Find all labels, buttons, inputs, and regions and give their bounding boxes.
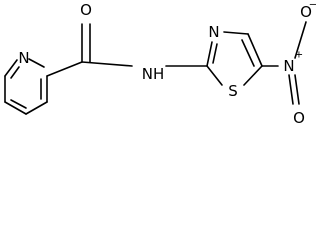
- thiazole-ring: N S: [165, 23, 263, 100]
- atom-nitro-o-top: O: [300, 3, 312, 21]
- atom-pyridine-n: N: [18, 49, 29, 67]
- atom-nitro-n: N: [283, 57, 294, 75]
- bond-ring-carbonyl: [46, 61, 83, 77]
- bond-carbonyl-amide-n: [81, 61, 133, 67]
- bond-n1-c5: [4, 59, 18, 77]
- bond-c4-c3-inner: [10, 99, 27, 109]
- bond-n1-c5-inner: [10, 66, 20, 79]
- atom-carbonyl-o: O: [80, 1, 92, 19]
- pyridine-ring: N: [4, 49, 48, 115]
- bond-nitro-n-o-bottom-2: [294, 74, 300, 105]
- bond-c3-c2: [25, 101, 48, 115]
- structure-diagram: N O NH N S N + O − O: [4, 0, 316, 127]
- bond-c2-n3: [206, 41, 213, 67]
- nitro-o-charge: −: [309, 0, 316, 11]
- atom-amide-nh: NH: [142, 65, 165, 83]
- bond-n3-c4: [223, 31, 249, 35]
- atom-thiazole-n: N: [208, 23, 219, 41]
- atom-thiazole-s: S: [228, 82, 238, 100]
- atom-nitro-o-bottom: O: [293, 109, 305, 127]
- bond-c4-c3: [4, 101, 27, 115]
- bond-c5-s1: [243, 65, 263, 86]
- bond-c4-c5-inner: [241, 39, 255, 67]
- nitro-n-charge: +: [295, 50, 303, 61]
- bond-nitro-n-o-top: [294, 21, 307, 59]
- bond-c4-c5: [247, 33, 263, 67]
- bond-s1-c2: [206, 65, 223, 86]
- bond-nitro-n-o-bottom-1: [288, 74, 294, 105]
- bond-c1-n1: [28, 58, 45, 68]
- bond-c2-n3-inner: [212, 43, 218, 64]
- nitro-group: N + O − O: [261, 0, 316, 127]
- amide-group: O NH: [46, 1, 165, 83]
